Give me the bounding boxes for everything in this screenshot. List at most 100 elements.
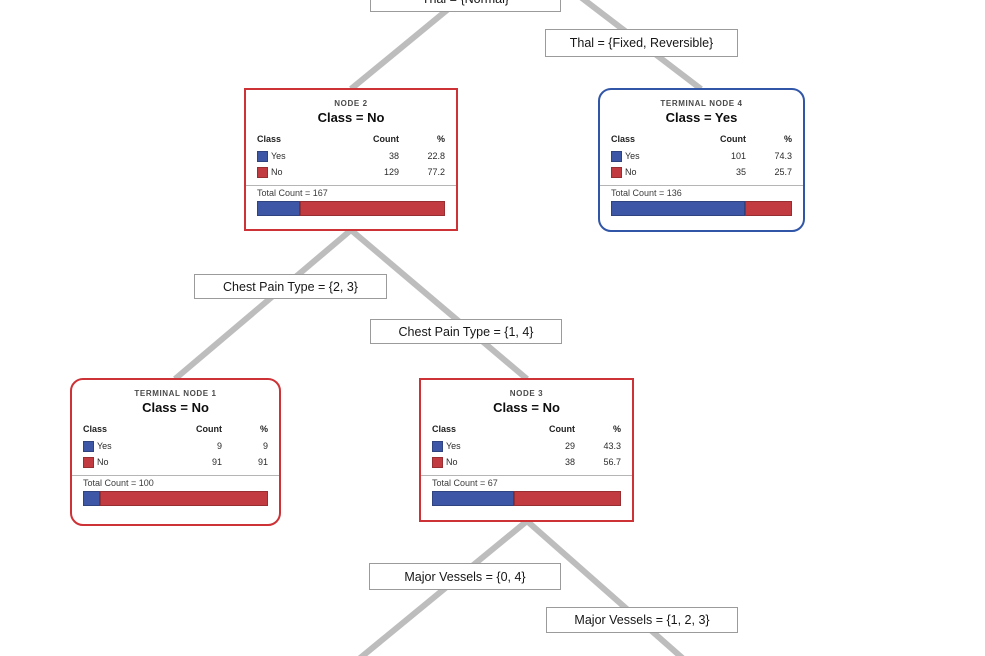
- table-header-row: Class Count %: [611, 134, 792, 144]
- col-header-class: Class: [611, 134, 636, 144]
- row-count: 9: [216, 441, 222, 451]
- no-legend-swatch-icon: [611, 166, 622, 178]
- col-header-count: Count: [720, 134, 746, 144]
- table-row-no: No 35 25.7: [611, 164, 792, 180]
- row-percent: 56.7: [603, 457, 621, 467]
- col-header-percent: %: [436, 134, 445, 144]
- tree-node-2[interactable]: NODE 2 Class = No Class Count % Yes 38 2…: [244, 88, 458, 231]
- node-stats-table: Class Count % Yes 101 74.3 No 35 25.7: [600, 134, 803, 180]
- col-header-count: Count: [549, 424, 575, 434]
- node-title: TERMINAL NODE 4: [660, 99, 743, 108]
- row-percent: 22.8: [427, 151, 445, 161]
- row-label: No: [446, 457, 458, 467]
- col-header-count: Count: [373, 134, 399, 144]
- col-header-class: Class: [432, 424, 457, 434]
- tree-node-3[interactable]: NODE 3 Class = No Class Count % Yes 29 4…: [419, 378, 634, 522]
- row-label: Yes: [625, 151, 640, 161]
- edge-label-thal-fixed-reversible: Thal = {Fixed, Reversible}: [545, 29, 738, 57]
- yes-legend-swatch-icon: [83, 440, 94, 452]
- node-title: NODE 3: [509, 389, 544, 398]
- divider: [421, 475, 632, 476]
- row-count: 129: [383, 167, 399, 177]
- yes-legend-swatch-icon: [432, 440, 443, 452]
- col-header-percent: %: [612, 424, 621, 434]
- class-distribution-bar: [432, 491, 621, 506]
- row-count: 91: [211, 457, 222, 467]
- class-distribution-bar: [611, 201, 792, 216]
- table-row-yes: Yes 29 43.3: [432, 438, 621, 454]
- row-label: Yes: [97, 441, 112, 451]
- node-stats-table: Class Count % Yes 38 22.8 No 129 77.2: [246, 134, 456, 180]
- table-row-yes: Yes 101 74.3: [611, 148, 792, 164]
- edge-label-chest-pain-2-3: Chest Pain Type = {2, 3}: [194, 274, 387, 299]
- row-percent: 77.2: [427, 167, 445, 177]
- row-percent: 43.3: [603, 441, 621, 451]
- col-header-class: Class: [257, 134, 282, 144]
- yes-legend-swatch-icon: [611, 150, 622, 162]
- edge-root-to-node2: [349, 0, 464, 92]
- table-row-yes: Yes 9 9: [83, 438, 268, 454]
- row-label: No: [625, 167, 637, 177]
- no-legend-swatch-icon: [83, 456, 94, 468]
- col-header-class: Class: [83, 424, 108, 434]
- edge-label-major-vessels-1-2-3: Major Vessels = {1, 2, 3}: [546, 607, 738, 633]
- edge-node2-to-node3: [349, 227, 529, 382]
- bar-no-segment: [299, 201, 445, 216]
- node-class-label: Class = Yes: [665, 110, 738, 125]
- divider: [246, 185, 456, 186]
- node-stats-table: Class Count % Yes 29 43.3 No 38 56.7: [421, 424, 632, 470]
- table-row-no: No 129 77.2: [257, 164, 445, 180]
- row-percent: 25.7: [774, 167, 792, 177]
- node-class-label: Class = No: [142, 400, 209, 415]
- tree-terminal-node-4[interactable]: TERMINAL NODE 4 Class = Yes Class Count …: [598, 88, 805, 232]
- row-percent: 74.3: [774, 151, 792, 161]
- total-count: Total Count = 167: [257, 188, 328, 198]
- col-header-percent: %: [259, 424, 268, 434]
- total-count: Total Count = 136: [611, 188, 682, 198]
- node-stats-table: Class Count % Yes 9 9 No 91 91: [72, 424, 279, 470]
- table-row-no: No 38 56.7: [432, 454, 621, 470]
- tree-terminal-node-1[interactable]: TERMINAL NODE 1 Class = No Class Count %…: [70, 378, 281, 526]
- yes-legend-swatch-icon: [257, 150, 268, 162]
- col-header-count: Count: [196, 424, 222, 434]
- node-class-label: Class = No: [493, 400, 560, 415]
- bar-no-segment: [745, 201, 792, 216]
- table-header-row: Class Count %: [432, 424, 621, 434]
- row-label: Yes: [446, 441, 461, 451]
- total-count: Total Count = 67: [432, 478, 498, 488]
- edge-label-thal-normal: Thal = {Normal}: [370, 0, 561, 12]
- bar-yes-segment: [257, 201, 300, 216]
- divider: [600, 185, 803, 186]
- table-header-row: Class Count %: [257, 134, 445, 144]
- bar-no-segment: [99, 491, 268, 506]
- node-title: TERMINAL NODE 1: [134, 389, 217, 398]
- table-row-no: No 91 91: [83, 454, 268, 470]
- row-percent: 91: [257, 457, 268, 467]
- table-header-row: Class Count %: [83, 424, 268, 434]
- edge-label-chest-pain-1-4: Chest Pain Type = {1, 4}: [370, 319, 562, 344]
- row-count: 35: [735, 167, 746, 177]
- edge-label-major-vessels-0-4: Major Vessels = {0, 4}: [369, 563, 561, 590]
- edge-node3-to-left-child: [357, 518, 529, 656]
- bar-no-segment: [513, 491, 621, 506]
- divider: [72, 475, 279, 476]
- row-count: 29: [564, 441, 575, 451]
- no-legend-swatch-icon: [432, 456, 443, 468]
- class-distribution-bar: [83, 491, 268, 506]
- bar-yes-segment: [611, 201, 746, 216]
- row-label: Yes: [271, 151, 286, 161]
- no-legend-swatch-icon: [257, 166, 268, 178]
- class-distribution-bar: [257, 201, 445, 216]
- row-percent: 9: [262, 441, 268, 451]
- edge-root-to-terminal4: [579, 0, 703, 92]
- row-count: 38: [564, 457, 575, 467]
- edge-node2-to-terminal1: [173, 227, 353, 382]
- node-title: NODE 2: [334, 99, 368, 108]
- bar-yes-segment: [432, 491, 514, 506]
- row-label: No: [97, 457, 109, 467]
- col-header-percent: %: [783, 134, 792, 144]
- row-label: No: [271, 167, 283, 177]
- bar-yes-segment: [83, 491, 100, 506]
- node-class-label: Class = No: [317, 110, 385, 125]
